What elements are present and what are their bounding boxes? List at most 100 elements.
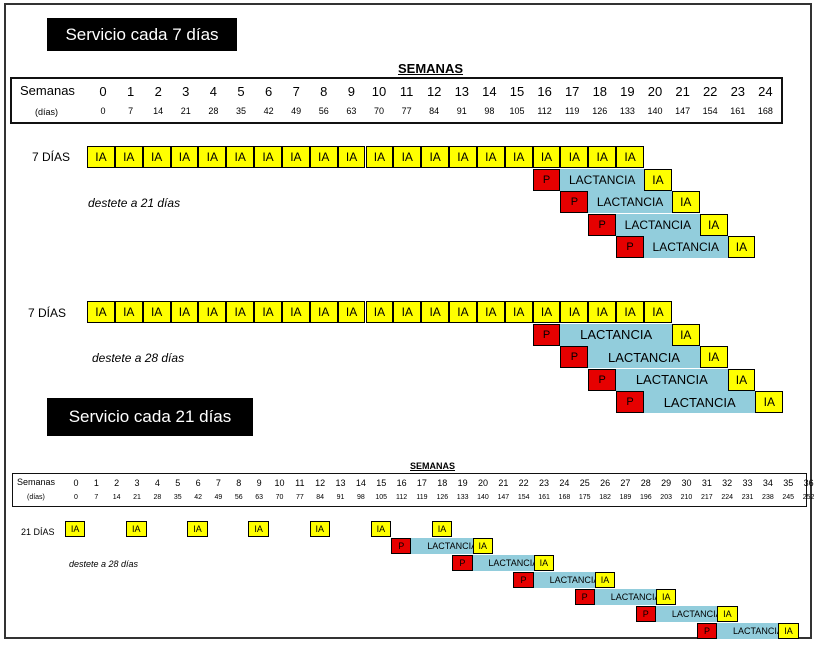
ia-cell: IA xyxy=(365,301,394,323)
week-number: 14 xyxy=(482,84,497,99)
day-number: 252 xyxy=(802,494,815,501)
week-number: 9 xyxy=(347,84,355,99)
week-number: 7 xyxy=(215,478,221,488)
destete-28-note-b: destete a 28 días xyxy=(69,559,139,569)
ia-cell: IA xyxy=(656,589,677,605)
ia-cell: IA xyxy=(87,301,115,323)
p-cell: P xyxy=(574,589,595,605)
week-number: 33 xyxy=(742,478,753,488)
day-number: 112 xyxy=(537,106,552,116)
p-cell: P xyxy=(452,555,473,571)
week-number: 12 xyxy=(426,84,442,99)
row-label-7dias-b: 7 DÍAS xyxy=(28,306,67,320)
day-number: 238 xyxy=(762,494,774,501)
ia-cell: IA xyxy=(504,301,533,323)
ia-cell: IA xyxy=(309,301,338,323)
day-number: 21 xyxy=(180,106,191,116)
ia-cell: IA xyxy=(699,346,728,368)
lactancia-bar: LACTANCIA xyxy=(533,572,616,588)
ia-cell: IA xyxy=(727,368,756,391)
week-number: 22 xyxy=(518,478,529,488)
ia-cell: IA xyxy=(309,521,330,537)
day-number: 84 xyxy=(316,494,325,501)
week-number: 28 xyxy=(640,478,651,488)
day-number: 126 xyxy=(436,494,449,501)
semanas-row-label-2: Semanas xyxy=(17,477,56,487)
ia-cell: IA xyxy=(65,521,86,537)
ia-cell: IA xyxy=(337,301,366,323)
day-number: 119 xyxy=(416,494,428,501)
ia-cell: IA xyxy=(393,301,422,323)
ia-cell: IA xyxy=(594,572,616,588)
week-number: 23 xyxy=(730,84,746,99)
lactancia-bar: LACTANCIA xyxy=(588,346,700,368)
ia-cell: IA xyxy=(616,301,644,323)
lactancia-bar: LACTANCIA xyxy=(594,589,677,605)
day-number: 98 xyxy=(356,494,365,501)
week-number: 15 xyxy=(509,84,525,99)
week-number: 22 xyxy=(702,84,718,99)
ia-cell: IA xyxy=(476,301,505,323)
day-number: 14 xyxy=(153,106,164,116)
week-number: 2 xyxy=(154,84,162,99)
p-cell: P xyxy=(391,538,412,554)
day-number: 77 xyxy=(295,494,304,501)
week-number: 13 xyxy=(335,478,346,488)
day-number: 119 xyxy=(565,106,580,116)
week-number: 26 xyxy=(600,478,611,488)
ia-cell: IA xyxy=(254,146,282,168)
ia-cell: IA xyxy=(393,146,422,168)
week-number: 17 xyxy=(564,84,580,99)
ia-cell: IA xyxy=(560,301,589,323)
day-number: 56 xyxy=(318,106,329,116)
week-number: 7 xyxy=(292,84,300,99)
week-number: 21 xyxy=(675,84,690,99)
week-number: 10 xyxy=(274,478,285,488)
p-cell: P xyxy=(560,191,589,213)
day-number: 245 xyxy=(782,494,795,501)
p-cell: P xyxy=(616,391,644,413)
ia-cell: IA xyxy=(532,301,561,323)
p-cell: P xyxy=(588,368,617,391)
week-number: 10 xyxy=(371,84,387,99)
lactancia-bar: LACTANCIA xyxy=(588,191,672,213)
lactancia-bar: LACTANCIA xyxy=(560,168,644,191)
week-number: 13 xyxy=(454,84,470,99)
week-number: 4 xyxy=(154,478,160,488)
week-number: 3 xyxy=(182,84,190,99)
ia-cell: IA xyxy=(254,301,282,323)
ia-cell: IA xyxy=(421,146,450,168)
week-number: 11 xyxy=(295,478,305,488)
ia-cell: IA xyxy=(226,301,255,323)
day-number: 28 xyxy=(153,494,162,501)
week-number: 0 xyxy=(99,84,107,99)
day-number: 189 xyxy=(619,494,632,501)
ia-cell: IA xyxy=(337,146,366,168)
day-number: 161 xyxy=(538,494,550,501)
week-number: 14 xyxy=(355,478,366,488)
day-number: 203 xyxy=(660,494,672,501)
week-number: 21 xyxy=(498,478,509,488)
day-number: 196 xyxy=(639,494,652,501)
day-number: 91 xyxy=(456,106,467,116)
day-number: 154 xyxy=(702,106,718,116)
ia-cell: IA xyxy=(431,521,453,537)
day-number: 182 xyxy=(599,494,611,501)
day-number: 98 xyxy=(484,106,495,116)
week-number: 1 xyxy=(93,478,99,488)
ia-cell: IA xyxy=(588,301,617,323)
ia-cell: IA xyxy=(533,555,555,571)
ia-cell: IA xyxy=(644,301,672,323)
week-number: 19 xyxy=(457,478,468,488)
ia-cell: IA xyxy=(142,146,171,168)
ia-cell: IA xyxy=(114,146,143,168)
ia-cell: IA xyxy=(532,146,561,168)
ia-cell: IA xyxy=(142,301,171,323)
day-number: 35 xyxy=(235,106,246,116)
day-number: 42 xyxy=(194,494,202,501)
semanas-row-label-1: Semanas xyxy=(20,83,75,98)
ia-cell: IA xyxy=(226,146,255,168)
week-number: 20 xyxy=(477,478,488,488)
day-number: 175 xyxy=(578,494,591,501)
servicio-7-label: Servicio cada 7 días xyxy=(47,18,237,51)
